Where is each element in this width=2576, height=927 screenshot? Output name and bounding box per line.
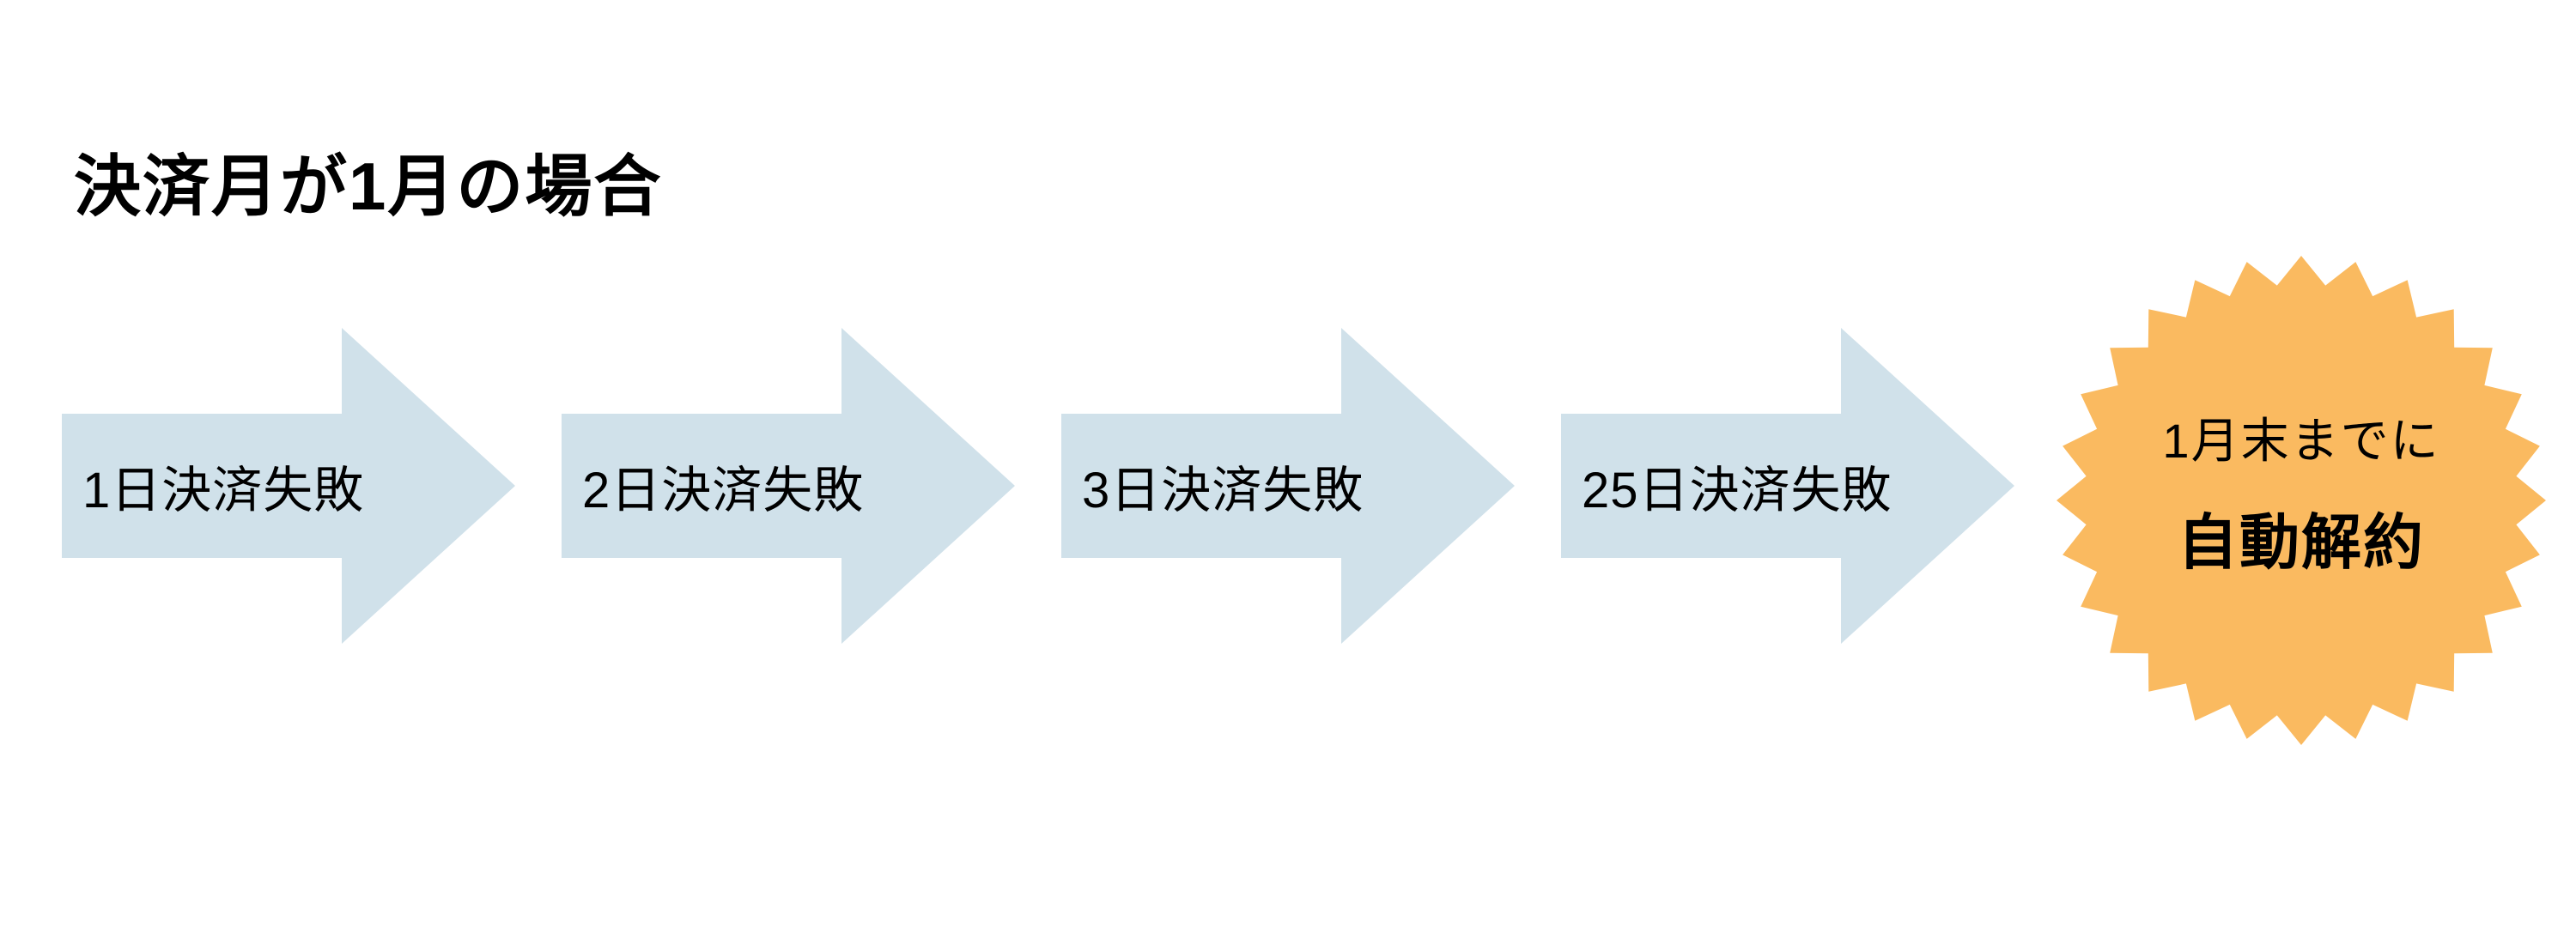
flow-step-label: 3日決済失敗 xyxy=(1082,463,1364,518)
badge-action-text: 自動解約 xyxy=(2178,509,2425,576)
flow-step-label: 25日決済失敗 xyxy=(1582,463,1893,518)
auto-cancel-badge: 1月末までに 自動解約 xyxy=(2057,256,2546,745)
flow-step-label: 2日決済失敗 xyxy=(582,463,865,518)
starburst-icon xyxy=(2057,256,2546,745)
flow-step-2: 2日決済失敗 xyxy=(562,328,1015,644)
flow-step-3: 3日決済失敗 xyxy=(1061,328,1515,644)
right-arrow-icon xyxy=(1061,328,1515,644)
page-title: 決済月が1月の場合 xyxy=(74,148,663,224)
badge-deadline-text: 1月末までに xyxy=(2162,414,2440,468)
flow-step-1: 1日決済失敗 xyxy=(62,328,515,644)
right-arrow-icon xyxy=(62,328,515,644)
right-arrow-icon xyxy=(1561,328,2014,644)
right-arrow-icon xyxy=(562,328,1015,644)
badge-text-block: 1月末までに 自動解約 xyxy=(2057,256,2546,745)
flow-step-label: 1日決済失敗 xyxy=(82,463,365,518)
flow-step-4: 25日決済失敗 xyxy=(1561,328,2014,644)
